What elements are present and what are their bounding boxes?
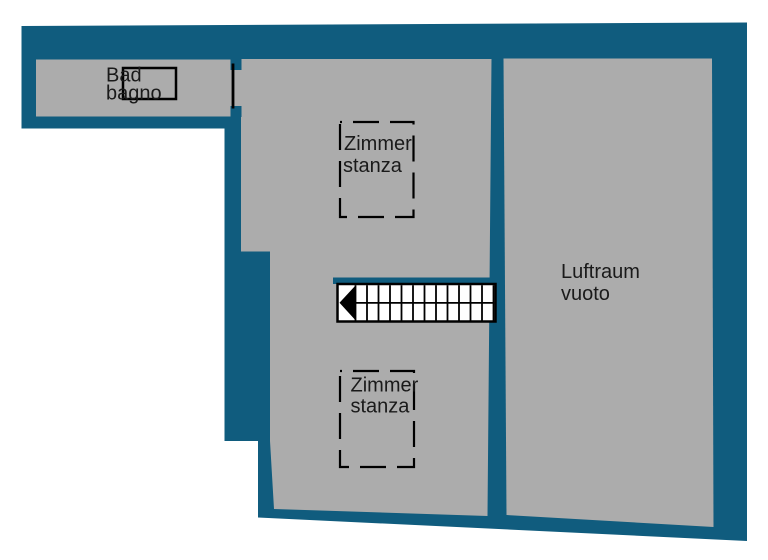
doorway-floor-patch: [232, 63, 242, 108]
upper-room-label-it: stanza: [343, 155, 403, 177]
bathroom-label-de: Bad: [106, 65, 142, 87]
door-jamb-bottom: [230, 106, 242, 117]
void-label-it: vuoto: [561, 283, 610, 305]
stair-top-wall-bar: [333, 277, 497, 284]
lower-room-label-it: stanza: [351, 396, 411, 418]
staircase: [333, 277, 497, 323]
lower-room-label-de: Zimmer: [351, 375, 419, 397]
room-labels: Bad bagno Zimmer stanza Zimmer stanza Lu…: [106, 65, 640, 418]
door-jamb-top: [230, 59, 242, 70]
upper-room-label-de: Zimmer: [344, 133, 412, 155]
dashed-outline-lower-room: [338, 369, 416, 469]
void-label-de: Luftraum: [561, 261, 640, 283]
void-floor: [503, 58, 714, 527]
stair-direction-left-arrow-icon: [339, 285, 356, 321]
bathroom-fixture-outline: [121, 66, 178, 101]
door-opening-line: [231, 63, 235, 109]
bathroom-label-it: bagno: [106, 83, 162, 105]
dashed-outline-upper-room: [338, 120, 415, 219]
